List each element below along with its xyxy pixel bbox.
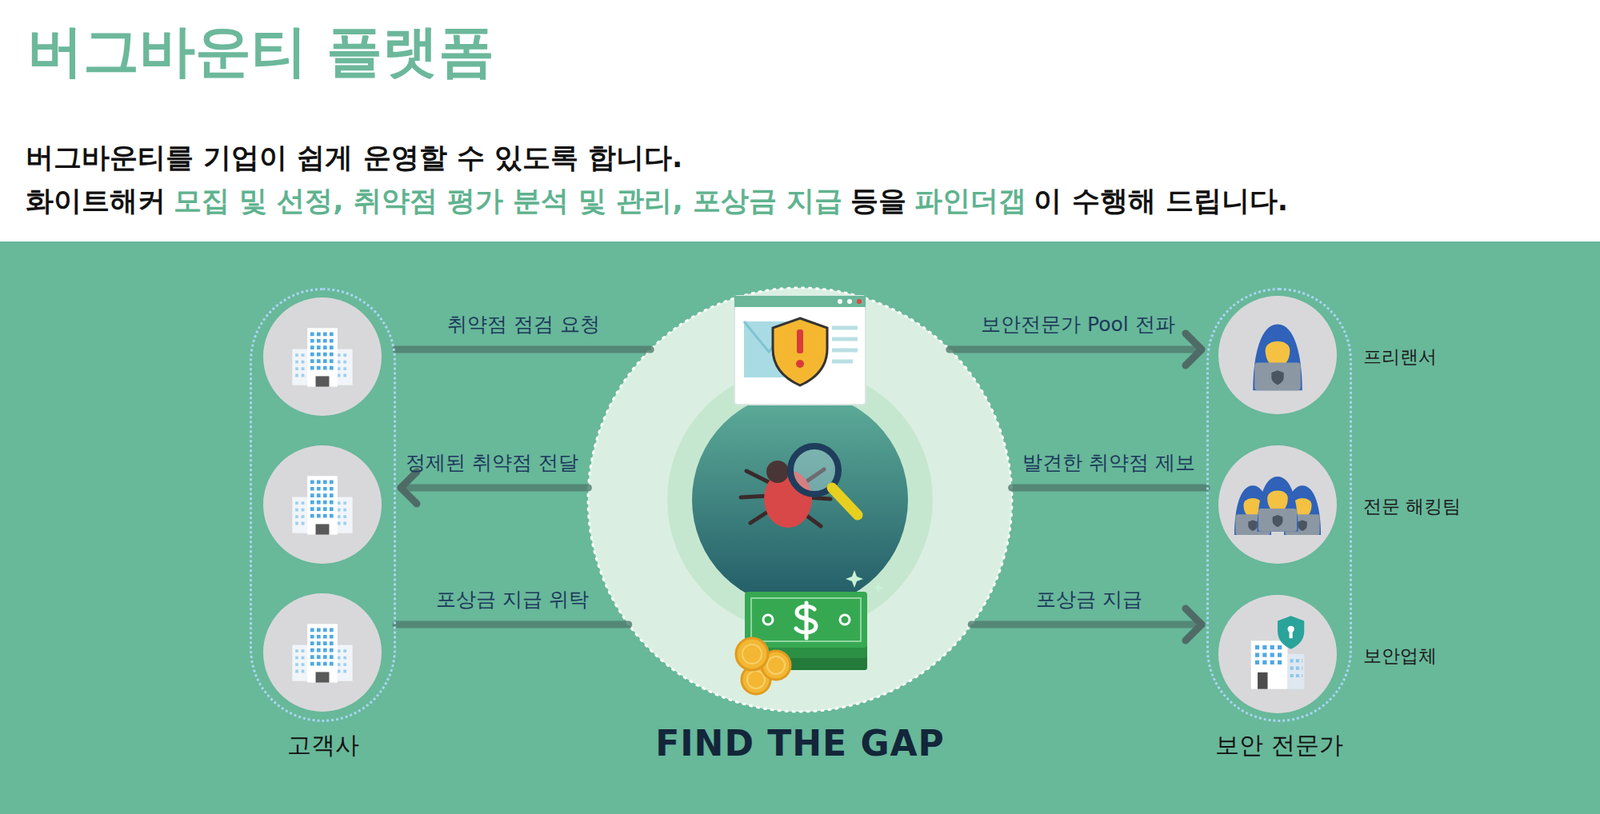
highlight-text: 모집 및 선정, 취약점 평가 분석 및 관리, 포상금 지급	[173, 184, 843, 217]
highlight-text: 파인더갭	[914, 184, 1027, 217]
subtitle-text: 등을	[850, 184, 907, 217]
flow-line	[949, 346, 1202, 354]
platform-circle: FIND THE GAP	[588, 288, 1012, 712]
node-label: 보안업체	[1363, 645, 1437, 668]
expert-circle: 프리랜서	[1220, 298, 1340, 417]
edge-label: 포상금 지급 위탁	[436, 588, 589, 612]
flow-line	[971, 621, 1202, 629]
subtitle-line: 버그바운티를 기업이 쉽게 운영할 수 있도록 합니다.	[25, 140, 683, 176]
flow-arrow	[396, 349, 651, 351]
flow-arrow	[400, 472, 588, 504]
subtitle-text: 화이트해커	[25, 184, 166, 217]
flow-line	[1012, 484, 1207, 492]
flow-arrow	[949, 333, 1202, 366]
expert-circle: 전문 해킹팀	[1220, 448, 1340, 567]
flow-arrow	[971, 608, 1202, 641]
subtitle-line: 화이트해커모집 및 선정, 취약점 평가 분석 및 관리, 포상금 지급등을파인…	[25, 184, 1288, 220]
expert-circle: 보안업체	[1220, 597, 1340, 716]
edge-label: 보안전문가 Pool 전파	[980, 312, 1176, 337]
subtitle-text: 이 수행해 드립니다.	[1033, 184, 1288, 217]
arrow-head	[1185, 333, 1202, 366]
flow-line	[396, 346, 651, 354]
edge-label: 포상금 지급	[1036, 588, 1143, 612]
edge-label: 취약점 점검 요청	[447, 312, 600, 337]
flow-line	[396, 621, 629, 629]
node-label: 프리랜서	[1363, 346, 1437, 369]
flow-arrow	[1012, 488, 1207, 489]
expert-group: 보안 전문가프리랜서전문 해킹팀보안업체	[1206, 288, 1352, 723]
subtitle-text: 버그바운티를 기업이 쉽게 운영할 수 있도록 합니다.	[25, 141, 683, 174]
node-label: 전문 해킹팀	[1363, 496, 1461, 519]
edge-label: 정제된 취약점 전달	[405, 451, 579, 476]
arrow-head	[1185, 608, 1202, 641]
node-label: FIND THE GAP	[655, 723, 945, 766]
flow-line	[400, 484, 588, 492]
node-label: 고객사	[287, 731, 360, 760]
page-title: 버그바운티 플랫폼	[27, 17, 495, 85]
arrow-head	[400, 472, 417, 504]
customer-group: 고객사	[249, 288, 396, 723]
flow-arrow	[396, 624, 629, 626]
node-label: 보안 전문가	[1215, 731, 1344, 760]
edge-label: 발견한 취약점 제보	[1022, 451, 1196, 476]
